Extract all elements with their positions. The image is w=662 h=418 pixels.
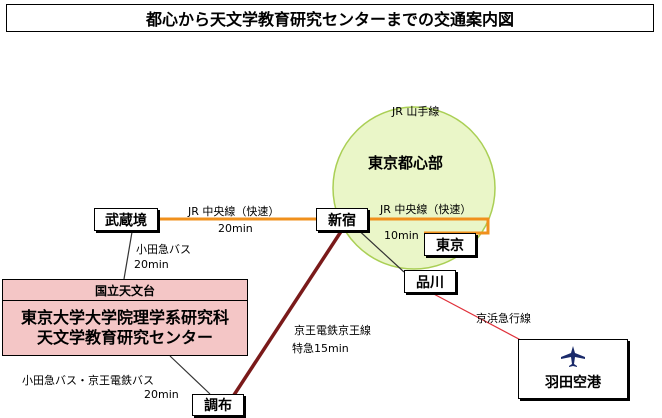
observatory-name-line1: 東京大学大学院理学系研究科	[20, 308, 229, 327]
keio-line-label: 京王電鉄京王線	[294, 324, 371, 337]
station-tokyo[interactable]: 東京	[424, 233, 476, 256]
station-musashisakai[interactable]: 武蔵境	[94, 208, 158, 231]
odakyu-bus-line	[123, 231, 133, 280]
haneda-airport[interactable]: 羽田空港	[518, 339, 628, 399]
observatory-name-line2: 天文学教育研究センター	[36, 328, 213, 347]
keio-time-label: 特急15min	[292, 342, 349, 355]
odakyu-keio-bus-time-label: 20min	[144, 388, 179, 401]
odakyu-bus-time-label: 20min	[134, 258, 169, 271]
chuo-east-line-label: JR 中央線（快速）	[380, 203, 472, 216]
tokyo-central-area	[332, 106, 496, 270]
shinjuku-shinagawa-link	[353, 225, 405, 273]
odakyu-keio-bus-line-label: 小田急バス・京王電鉄バス	[22, 374, 154, 387]
chuo-west-line-label: JR 中央線（快速）	[188, 205, 280, 218]
station-chofu[interactable]: 調布	[192, 394, 244, 416]
airport-name: 羽田空港	[545, 375, 601, 391]
keikyu-line-label: 京浜急行線	[476, 312, 531, 325]
keio-line	[230, 229, 344, 399]
chuo-west-time-label: 20min	[218, 222, 253, 235]
yamanote-line-label: JR 山手線	[392, 105, 440, 118]
odakyu-bus-line-label: 小田急バス	[136, 243, 191, 256]
chuo-east-time-label: 10min	[384, 229, 419, 242]
tokyo-central-label: 東京都心部	[368, 154, 444, 172]
keikyu-line	[429, 291, 533, 347]
airplane-icon	[561, 346, 585, 367]
page-title: 都心から天文学教育研究センターまでの交通案内図	[6, 4, 654, 32]
observatory-box[interactable]: 東京大学大学院理学系研究科 天文学教育研究センター	[2, 301, 248, 356]
station-shinjuku[interactable]: 新宿	[316, 208, 368, 231]
observatory-header: 国立天文台	[2, 279, 248, 301]
odakyu-keio-bus-line	[169, 355, 211, 395]
station-shinagawa[interactable]: 品川	[404, 270, 456, 293]
